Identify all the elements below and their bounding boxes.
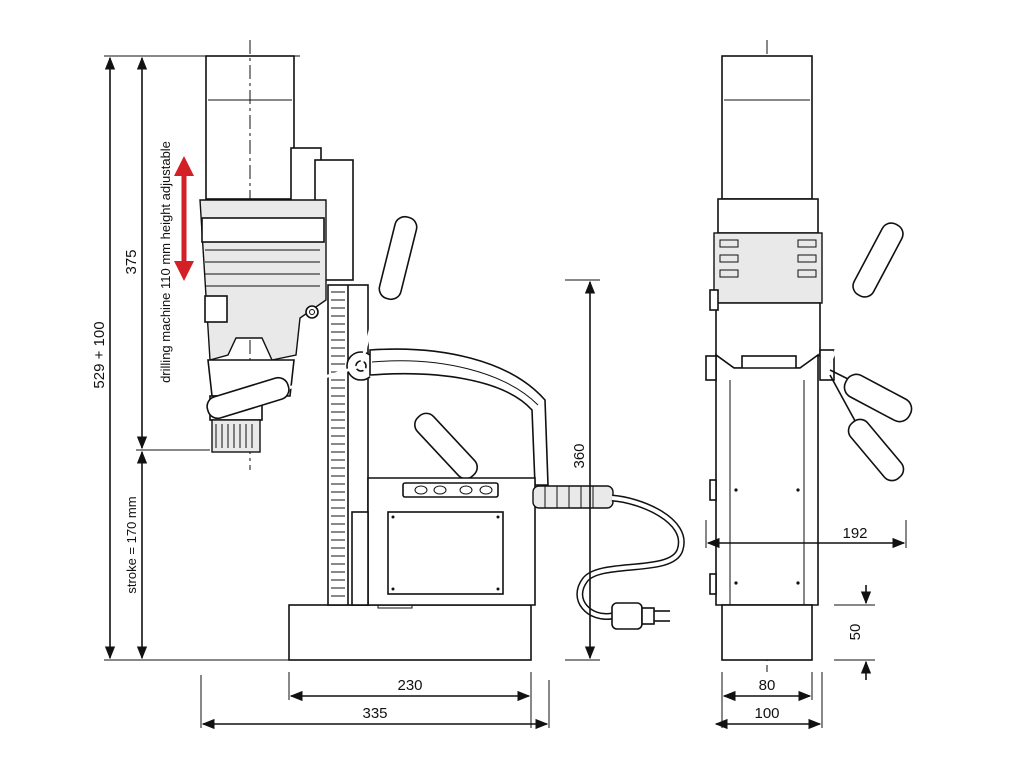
- label-base-width: 230: [397, 677, 422, 694]
- label-total-height: 529 + 100: [91, 321, 108, 388]
- control-box: [351, 477, 536, 606]
- label-adjust-note: drilling machine 110 mm height adjustabl…: [158, 141, 173, 383]
- label-overall-width: 335: [362, 705, 387, 722]
- front-view: 529 + 100 375 drilling machine 110 mm he…: [91, 40, 685, 730]
- end-motor-housing: [721, 55, 813, 200]
- feed-handles: [206, 215, 478, 480]
- label-stroke-note: stroke = 170 mm: [124, 496, 139, 593]
- label-side-width-outer: 100: [754, 705, 779, 722]
- end-gearbox: [713, 198, 823, 381]
- label-side-width-inner: 80: [759, 677, 776, 694]
- end-view: 192 50 80 100: [705, 40, 913, 730]
- label-side-depth: 192: [842, 525, 867, 542]
- dimensions-front: [104, 55, 600, 730]
- end-magnet-base: [721, 604, 813, 661]
- end-feed-handles: [819, 222, 913, 482]
- label-mount-height: 360: [571, 443, 588, 468]
- label-upper-height: 375: [123, 249, 140, 274]
- dimensions-end: [705, 520, 907, 730]
- magnet-base: [288, 604, 532, 661]
- power-cable: [532, 485, 685, 630]
- plug: [611, 602, 670, 630]
- label-magnet-height: 50: [847, 624, 864, 641]
- gearbox: [199, 199, 327, 397]
